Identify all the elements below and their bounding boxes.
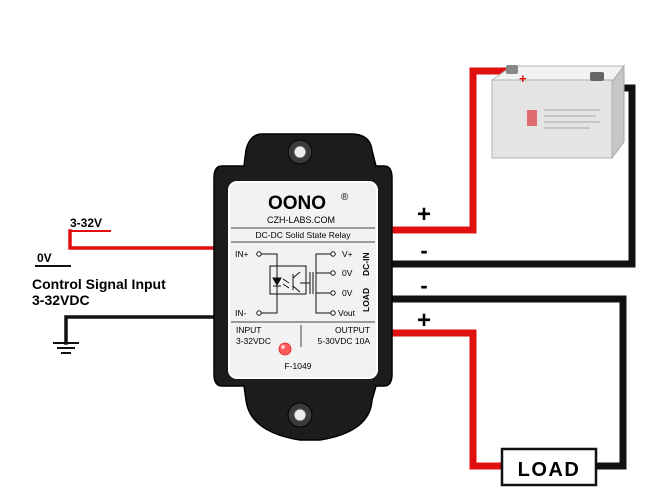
battery-side <box>611 64 625 160</box>
dcin-plus-sign: + <box>417 201 431 228</box>
load-box: LOAD <box>500 447 598 487</box>
side-label-dc-in: DC-IN <box>361 252 371 276</box>
registered-mark: ® <box>341 192 349 203</box>
side-label-load: LOAD <box>361 288 371 312</box>
battery-front <box>491 79 613 159</box>
load-plus-sign: + <box>417 307 431 334</box>
pin-0v-b-label: 0V <box>342 288 353 298</box>
control-title-line1: Control Signal Input <box>32 276 166 292</box>
status-led-highlight <box>281 345 285 349</box>
battery-minus-post <box>590 72 604 81</box>
relay-label-panel <box>228 181 378 379</box>
battery-plus-post <box>506 65 518 74</box>
pin-in-minus-label: IN- <box>235 308 247 318</box>
load-minus-sign: - <box>420 273 427 298</box>
battery-plus-mark: + <box>519 71 527 86</box>
load-box-frame <box>500 447 598 487</box>
battery: + <box>490 64 625 160</box>
control-title-line2: 3-32VDC <box>32 292 90 308</box>
battery-red-label <box>527 110 537 126</box>
dcin-minus-sign: - <box>420 238 427 263</box>
output-label: OUTPUT <box>335 325 370 335</box>
brand-name: OONO <box>268 193 326 214</box>
mosfet-icon <box>300 272 314 294</box>
relay-module: OONO ® CZH-LABS.COM DC-DC Solid State Re… <box>213 133 393 441</box>
control-high-wire <box>68 229 217 250</box>
model-number: F-1049 <box>285 361 312 371</box>
control-ground-wire <box>64 315 217 345</box>
ground-icon <box>53 342 79 354</box>
output-range: 5-30VDC 10A <box>318 336 371 346</box>
input-range: 3-32VDC <box>236 336 271 346</box>
relay-subtitle: DC-DC Solid State Relay <box>256 230 352 240</box>
led-diode-icon <box>272 277 282 287</box>
control-high-label: 3-32V <box>70 216 102 230</box>
control-low-label: 0V <box>37 251 52 265</box>
dcin-plus-wire <box>381 67 509 234</box>
status-led <box>278 342 292 356</box>
bottom-mounting-hole-icon <box>287 402 313 428</box>
load-minus-wire <box>381 295 627 470</box>
load-label: LOAD <box>518 459 581 481</box>
website: CZH-LABS.COM <box>267 215 335 225</box>
internal-schematic <box>256 251 336 316</box>
input-label: INPUT <box>236 325 262 335</box>
battery-label-lines <box>544 109 600 129</box>
top-mounting-hole-icon <box>287 139 313 165</box>
pin-0v-a-label: 0V <box>342 268 353 278</box>
pin-vout-label: Vout <box>338 308 356 318</box>
pin-in-plus-label: IN+ <box>235 249 249 259</box>
pin-v-plus-label: V+ <box>342 249 353 259</box>
load-plus-wire <box>381 329 506 470</box>
